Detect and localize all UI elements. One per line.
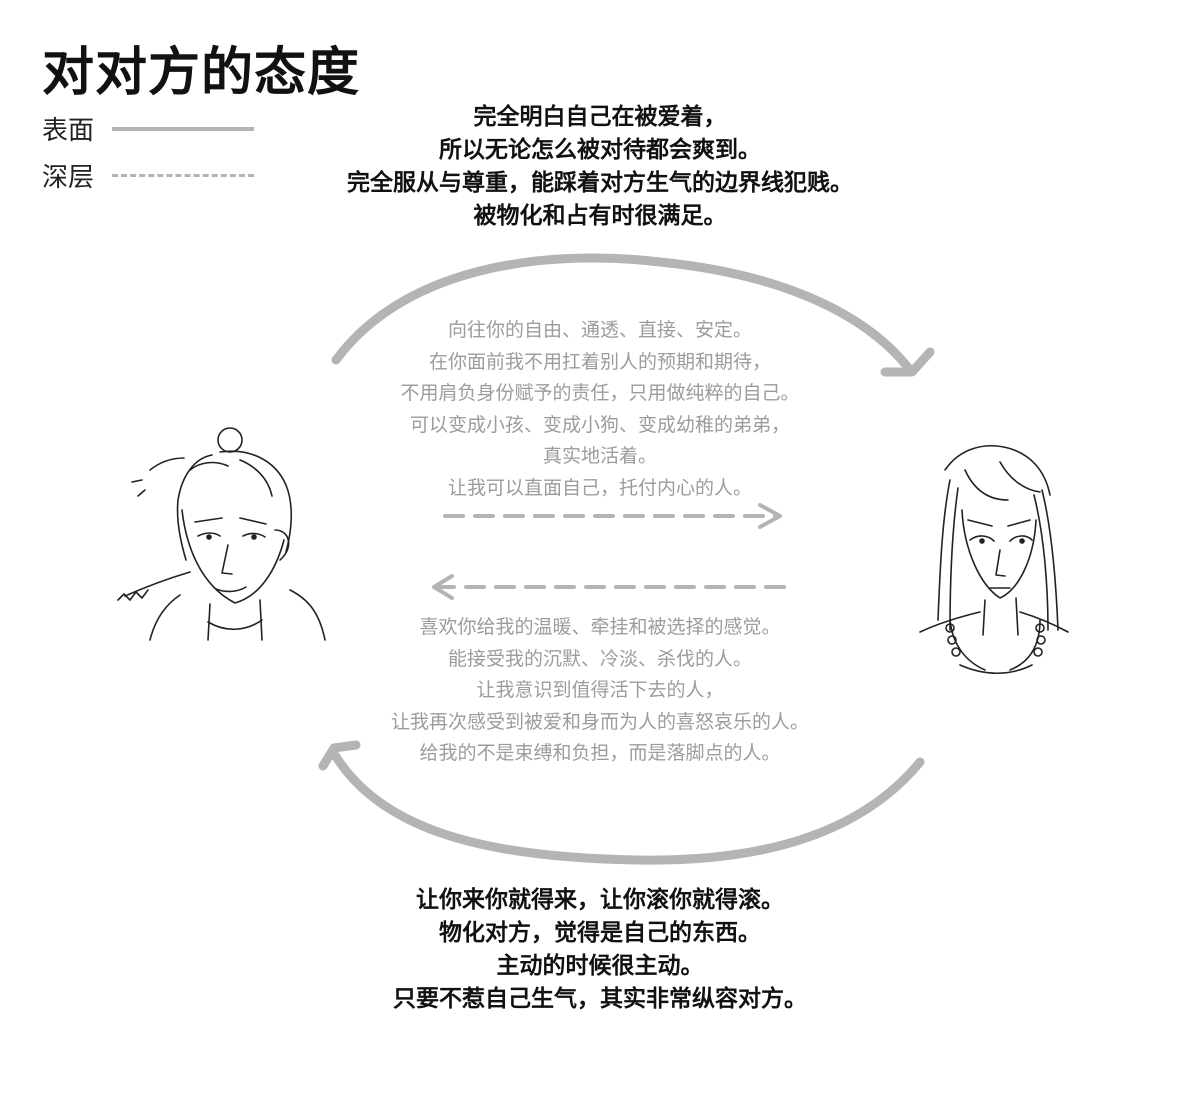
upper-deep-line: 向往你的自由、通透、直接、安定。 <box>447 319 752 341</box>
legend-deep-label: 深层 <box>42 163 95 193</box>
upper-deep-line: 可以变成小孩、变成小狗、变成幼稚的弟弟， <box>409 413 790 436</box>
top-surface-line: 完全明白自己在被爱着， <box>473 104 727 130</box>
legend-surface-label: 表面 <box>42 116 95 146</box>
legend-deep: 深层 <box>42 157 254 194</box>
top-surface-line: 被物化和占有时很满足。 <box>473 203 727 229</box>
bottom-surface-line: 物化对方，觉得是自己的东西。 <box>439 920 761 946</box>
legend-solid-line <box>112 126 254 131</box>
bottom-surface-line: 主动的时候很主动。 <box>496 953 704 979</box>
legend-dashed-line <box>112 174 254 177</box>
bottom-solid-arc-arrow <box>318 740 925 865</box>
lower-deep-text: 喜欢你给我的温暖、牵挂和被选择的感觉。 能接受我的沉默、冷淡、杀伐的人。 让我意… <box>0 612 1200 770</box>
lower-deep-line: 给我的不是束缚和负担，而是落脚点的人。 <box>419 742 781 764</box>
upper-deep-text: 向往你的自由、通透、直接、安定。 在你面前我不用扛着别人的预期和期待， 不用肩负… <box>0 315 1200 504</box>
bottom-surface-text: 让你来你就得来，让你滚你就得滚。 物化对方，觉得是自己的东西。 主动的时候很主动… <box>0 884 1200 1016</box>
lower-deep-line: 让我意识到值得活下去的人， <box>476 679 724 701</box>
top-surface-text: 完全明白自己在被爱着， 所以无论怎么被对待都会爽到。 完全服从与尊重，能踩着对方… <box>0 101 1200 233</box>
top-solid-arc-arrow <box>331 253 935 377</box>
lower-dashed-arrow <box>432 574 788 600</box>
bottom-surface-line: 让你来你就得来，让你滚你就得滚。 <box>416 887 784 913</box>
lower-deep-line: 喜欢你给我的温暖、牵挂和被选择的感觉。 <box>419 616 781 638</box>
right-character-sketch <box>919 445 1069 674</box>
lower-deep-line: 让我再次感受到被爱和身而为人的喜怒哀乐的人。 <box>390 710 809 733</box>
upper-deep-line: 在你面前我不用扛着别人的预期和期待， <box>428 350 771 373</box>
legend-surface: 表面 <box>42 110 254 147</box>
upper-dashed-arrow <box>443 503 782 529</box>
bottom-surface-line: 只要不惹自己生气，其实非常纵容对方。 <box>393 986 807 1012</box>
left-character-sketch <box>117 427 326 641</box>
upper-deep-line: 让我可以直面自己，托付内心的人。 <box>447 476 752 499</box>
top-surface-line: 所以无论怎么被对待都会爽到。 <box>439 137 761 163</box>
upper-deep-line: 不用肩负身份赋予的责任，只用做纯粹的自己。 <box>400 382 800 404</box>
top-surface-line: 完全服从与尊重，能踩着对方生气的边界线犯贱。 <box>347 170 853 196</box>
page-title: 对对方的态度 <box>42 43 361 103</box>
upper-deep-line: 真实地活着。 <box>542 445 657 467</box>
lower-deep-line: 能接受我的沉默、冷淡、杀伐的人。 <box>447 647 752 670</box>
